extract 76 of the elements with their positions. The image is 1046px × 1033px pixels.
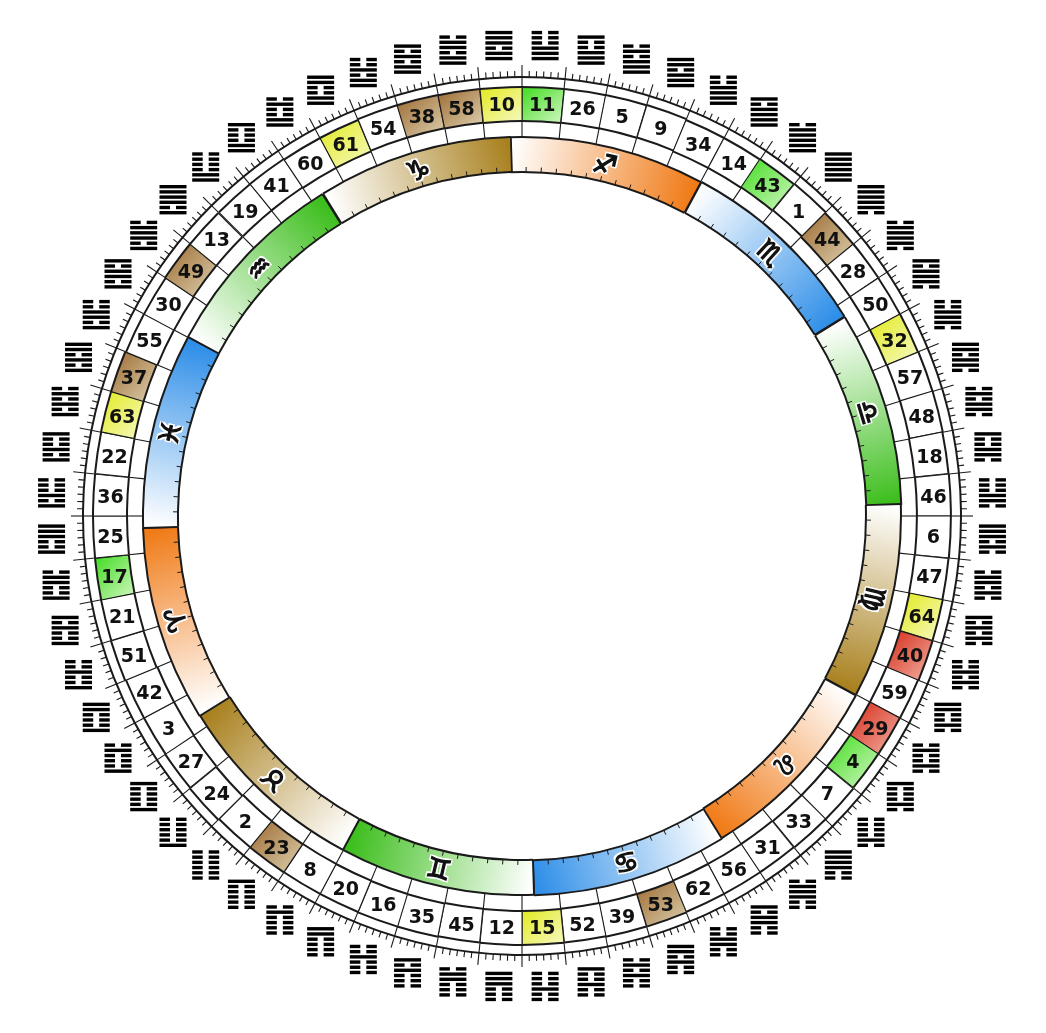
zodiac-symbol: ♈ <box>159 604 193 636</box>
gate-number: 54 <box>369 118 397 138</box>
gate-number: 12 <box>488 918 515 937</box>
gate-number: 19 <box>232 201 259 221</box>
gate-number: 60 <box>296 153 324 173</box>
gate-number: 53 <box>647 894 674 914</box>
gate-number: 28 <box>839 261 867 281</box>
gate-number: 25 <box>97 526 124 546</box>
zodiac-symbol: ♍ <box>857 583 890 614</box>
gate-number: 16 <box>369 894 397 914</box>
gate-number: 30 <box>155 294 182 314</box>
gate-number: 9 <box>654 118 668 138</box>
gate-number: 57 <box>896 367 924 387</box>
zodiac-symbol: ♉ <box>256 761 293 798</box>
gate-number: 4 <box>846 751 860 771</box>
gate-number: 47 <box>916 566 943 586</box>
gate-number: 38 <box>408 106 436 126</box>
gate-number: 49 <box>177 261 205 281</box>
zodiac-symbol: ♋ <box>610 845 642 879</box>
gate-number: 44 <box>814 229 841 249</box>
gate-number: 51 <box>120 645 148 665</box>
gate-number: 43 <box>754 175 781 195</box>
gate-number: 41 <box>263 175 290 195</box>
zodiac-symbol: ♎ <box>851 396 885 428</box>
gate-number: 50 <box>862 294 889 314</box>
zodiac-symbol: ♏ <box>751 234 788 271</box>
gate-number: 22 <box>101 446 128 466</box>
gate-number: 42 <box>136 682 163 702</box>
gate-number: 46 <box>920 486 947 506</box>
gate-number: 34 <box>684 134 712 154</box>
gate-number: 64 <box>908 606 935 626</box>
gate-number: 2 <box>238 811 252 831</box>
gate-number: 11 <box>529 95 556 114</box>
gate-number: 39 <box>608 906 636 926</box>
gate-number: 61 <box>332 134 360 154</box>
gate-number: 15 <box>529 918 556 937</box>
zodiac-symbol: ♊ <box>424 851 454 884</box>
gate-number: 63 <box>109 406 136 426</box>
gate-number: 5 <box>615 106 629 126</box>
gate-number: 36 <box>97 486 124 506</box>
zodiac-symbol: ♓ <box>154 418 187 448</box>
gate-number: 18 <box>916 446 943 466</box>
gate-number: 33 <box>785 811 812 831</box>
gate-number: 29 <box>862 718 889 738</box>
gate-number: 45 <box>448 914 475 934</box>
gate-number: 37 <box>120 367 148 387</box>
gate-number: 55 <box>136 330 163 350</box>
gate-number: 26 <box>569 98 596 118</box>
gate-number: 21 <box>109 606 136 626</box>
gate-number: 52 <box>569 914 596 934</box>
zodiac-symbol: ♌ <box>767 745 804 782</box>
gate-number: 14 <box>720 153 747 173</box>
gate-number: 48 <box>908 406 935 426</box>
gate-number: 59 <box>881 682 908 702</box>
gate-number: 62 <box>684 878 712 898</box>
gate-number: 35 <box>408 906 436 926</box>
zodiac-symbol: ♒ <box>240 250 277 287</box>
gate-number: 32 <box>881 330 908 350</box>
gate-number: 58 <box>448 98 475 118</box>
zodiac-symbol: ♐ <box>589 148 620 181</box>
gate-number: 40 <box>896 645 924 665</box>
gate-number: 23 <box>263 837 290 857</box>
gate-number: 8 <box>303 859 317 879</box>
gate-number: 56 <box>720 859 747 879</box>
gate-number: 13 <box>203 229 230 249</box>
gate-number: 17 <box>101 566 128 586</box>
gate-number: 6 <box>926 526 941 546</box>
gate-number: 1 <box>792 201 806 221</box>
gate-number: 20 <box>332 878 360 898</box>
gate-number: 31 <box>754 837 781 857</box>
gate-number: 24 <box>203 783 230 803</box>
zodiac-symbol: ♑ <box>402 153 434 187</box>
gate-number: 27 <box>177 751 205 771</box>
gate-number: 10 <box>488 95 515 114</box>
gate-number: 7 <box>820 783 834 803</box>
gate-number: 3 <box>162 718 176 738</box>
